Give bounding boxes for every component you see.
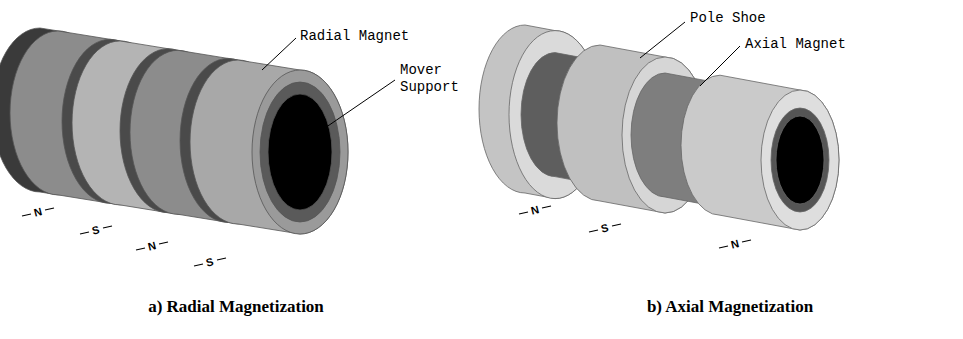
pole-dash — [519, 212, 528, 214]
pole-dash — [80, 232, 89, 234]
part-label: Mover Support — [400, 62, 466, 96]
end-face — [252, 70, 348, 234]
leader-line — [640, 22, 685, 58]
pole-dash — [22, 214, 31, 216]
pole-mark: S — [205, 255, 215, 268]
part-label: Pole Shoe — [690, 10, 766, 27]
part-label: Axial Magnet — [745, 36, 846, 53]
part-label: Radial Magnet — [300, 28, 409, 45]
pole-dash — [542, 206, 551, 208]
pole-dash — [742, 240, 751, 242]
pole-mark: N — [147, 239, 158, 253]
pole-dashes — [22, 206, 751, 266]
pole-shoe-band — [681, 75, 839, 230]
pole-mark: N — [730, 237, 741, 251]
pole-mark: S — [600, 221, 610, 234]
sub-caption: a) Radial Magnetization — [148, 297, 324, 317]
pole-dash — [159, 242, 168, 244]
leader-lines — [262, 22, 740, 130]
axial-mover — [479, 25, 839, 230]
pole-mark: N — [33, 205, 44, 219]
leader-line — [262, 38, 296, 70]
radial-mover — [0, 28, 348, 234]
pole-dash — [612, 224, 621, 226]
radial-magnet-band — [190, 60, 348, 234]
mover-support-bore — [776, 116, 824, 204]
pole-dash — [194, 264, 203, 266]
support-ring — [260, 82, 340, 222]
pole-dash — [136, 248, 145, 250]
pole-mark: S — [91, 223, 101, 236]
sub-caption: b) Axial Magnetization — [647, 297, 813, 317]
end-face — [761, 90, 839, 230]
leader-line — [322, 80, 395, 130]
pole-mark: N — [530, 203, 541, 217]
pole-dash — [103, 226, 112, 228]
pole-dash — [719, 246, 728, 248]
pole-dash — [589, 230, 598, 232]
support-ring — [771, 108, 829, 212]
pole-dash — [217, 258, 226, 260]
pole-dash — [45, 208, 54, 210]
mover-support-bore — [268, 94, 332, 210]
leader-line — [700, 46, 740, 86]
